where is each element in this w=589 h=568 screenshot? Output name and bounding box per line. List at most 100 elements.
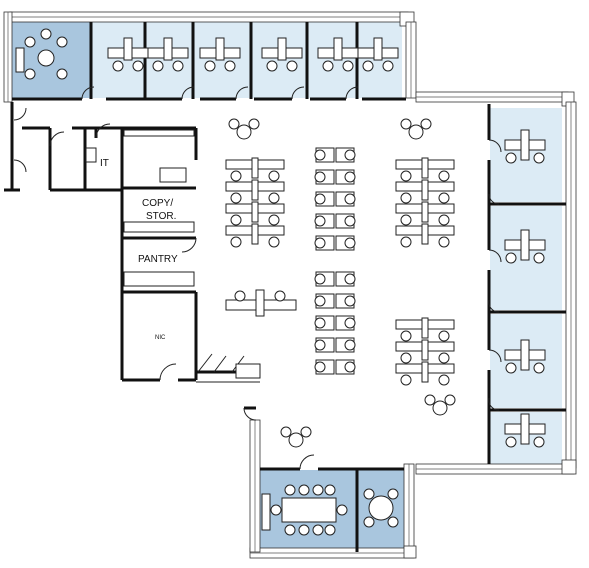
workstation-cluster-b-chair (400, 236, 412, 248)
bench-row-lower-chair (314, 339, 326, 351)
cafe-table-b-chair (420, 118, 432, 130)
bench-row-lower-chair (344, 339, 356, 351)
cafe-table-a-chair (228, 118, 240, 130)
office-top-4 (308, 22, 402, 98)
workstation-cluster-c-desk-right (425, 341, 455, 352)
workstation-cluster-b-desk-right (425, 159, 455, 170)
bench-row-lower-chair (314, 361, 326, 373)
bench-row-lower-chair (344, 361, 356, 373)
workstation-cluster-b-chair (438, 192, 450, 204)
workstation-cluster-a-desk-left (225, 181, 255, 192)
bench-row-upper-chair (314, 171, 326, 183)
conference-credenza (261, 493, 271, 531)
meeting-chair (363, 488, 375, 500)
workstation-cluster-b-desk-left (395, 159, 425, 170)
workstation-cluster-b-desk-left (395, 203, 425, 214)
office-right-4-return (520, 413, 530, 445)
conference-chair (336, 504, 348, 516)
office-right-1-return (520, 129, 530, 161)
office-right-4-chair (505, 436, 517, 448)
office-top-2-return (215, 37, 225, 61)
bench-row-lower-chair (314, 295, 326, 307)
workstation-cluster-c-chair (438, 374, 450, 386)
workstation-cluster-b-chair (400, 192, 412, 204)
lounge-coffee-table (37, 49, 55, 67)
cafe-table-d-chair (300, 426, 312, 438)
workstation-cluster-a-chair (268, 236, 280, 248)
workstation-cluster-a-desk-left (225, 225, 255, 236)
workstation-cluster-b-spine (421, 201, 429, 223)
label-it: IT (100, 158, 109, 169)
workstation-cluster-c-desk-left (395, 319, 425, 330)
workstation-cluster-c-desk-left (395, 363, 425, 374)
workstation-cluster-c-chair (438, 352, 450, 364)
chair (234, 290, 246, 302)
bench-row-lower-chair (344, 317, 356, 329)
office-top-1b-chair (152, 60, 164, 72)
workstation-cluster-a-spine (251, 157, 259, 179)
conference-chair (324, 524, 336, 536)
meeting-chair (387, 516, 399, 528)
office-top-4b-return (373, 37, 383, 61)
workstation-cluster-b-chair (438, 214, 450, 226)
chair (274, 290, 286, 302)
lounge-credenza (15, 47, 25, 73)
conference-chair (324, 484, 336, 496)
office-top-3-chair (286, 60, 298, 72)
workstation-cluster-b-chair (400, 170, 412, 182)
office-top-1b-chair (172, 60, 184, 72)
office-top-2-chair (204, 60, 216, 72)
cafe-table-c-table (432, 400, 448, 416)
office-right-2-return (520, 229, 530, 261)
workstation-cluster-a-desk-left (225, 203, 255, 214)
workstation-cluster-b-spine (421, 223, 429, 245)
exterior-walls (3, 11, 577, 559)
workstation-cluster-a-desk-left (225, 159, 255, 170)
workstation-cluster-a-chair (230, 170, 242, 182)
lounge-chair (24, 68, 36, 80)
bench-row-upper-chair (314, 149, 326, 161)
office-top-3-chair (266, 60, 278, 72)
label-copy-storage-line1: COPY/ (142, 198, 174, 209)
office-top-4a-return (333, 37, 343, 61)
cafe-table-c-chair (444, 394, 456, 406)
cafe-table-d-table (288, 432, 304, 448)
office-top-1 (92, 22, 192, 98)
workstation-cluster-a-desk-right (255, 225, 285, 236)
workstation-cluster-c-chair (438, 330, 450, 342)
workstation-cluster-a-chair (230, 214, 242, 226)
workstation-cluster-a-chair (230, 192, 242, 204)
meeting-chair (363, 516, 375, 528)
conference-chair (270, 504, 282, 516)
workstation-cluster-c-chair (400, 374, 412, 386)
furniture (15, 28, 546, 536)
lounge-chair (40, 28, 52, 40)
bench-row-upper-chair (344, 215, 356, 227)
cafe-table-d-chair (280, 426, 292, 438)
workstation-cluster-c-desk-right (425, 319, 455, 330)
bench-row-lower-chair (314, 273, 326, 285)
conference-chair (312, 524, 324, 536)
cafe-table-c-chair (424, 394, 436, 406)
workstation-cluster-b-desk-right (425, 203, 455, 214)
workstation-single-spine (255, 289, 265, 317)
lounge-chair (56, 68, 68, 80)
office-top-1a-chair (132, 60, 144, 72)
bench-row-upper-chair (314, 193, 326, 205)
cafe-table-a-table (236, 124, 252, 140)
office-right-2-chair (533, 252, 545, 264)
office-right-3-return (520, 339, 530, 371)
interior-walls (4, 22, 566, 552)
bench-row-upper-chair (344, 149, 356, 161)
workstation-cluster-b-spine (421, 179, 429, 201)
workstation-cluster-a-desk-right (255, 159, 285, 170)
bench-row-lower-chair (314, 317, 326, 329)
workstation-cluster-a-chair (230, 236, 242, 248)
cafe-table-a-chair (248, 118, 260, 130)
workstation-cluster-c-desk-left (395, 341, 425, 352)
workstation-cluster-c-chair (400, 352, 412, 364)
workstation-cluster-a-chair (268, 170, 280, 182)
meeting-chair (387, 488, 399, 500)
office-top-1a-return (123, 37, 133, 61)
